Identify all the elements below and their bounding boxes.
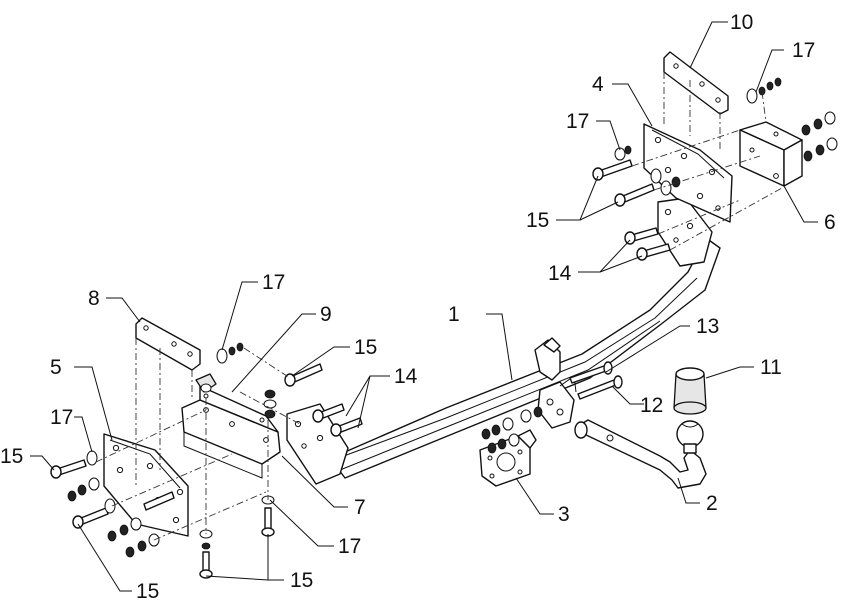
callout-17-bottom: 17 — [338, 535, 361, 558]
callout-11: 11 — [760, 356, 782, 379]
callout-15-center: 15 — [354, 336, 377, 359]
callout-7: 7 — [354, 496, 366, 519]
right-plate-4 — [643, 123, 733, 223]
callout-15-bottom: 15 — [290, 569, 313, 592]
assembly-lines — [95, 72, 783, 541]
callout-2: 2 — [706, 492, 718, 515]
callouts: 1 2 3 4 5 6 7 8 9 10 11 12 13 14 14 15 1… — [0, 11, 836, 603]
bolt-12 — [577, 375, 623, 400]
callout-14-right: 14 — [548, 262, 572, 285]
callout-5: 5 — [50, 356, 62, 379]
callout-17-left-top: 17 — [262, 271, 285, 294]
callout-15-bottom-left: 15 — [136, 580, 159, 603]
callout-8: 8 — [88, 287, 100, 310]
left-outer-plate-5 — [103, 433, 189, 537]
callout-17-top-right: 17 — [792, 39, 815, 62]
callout-1: 1 — [448, 303, 460, 326]
callout-17-left: 17 — [50, 406, 73, 429]
callout-17-right: 17 — [566, 110, 589, 133]
left-angle-bracket-7 — [181, 385, 281, 479]
callout-14-left: 14 — [394, 365, 418, 388]
callout-15-left: 15 — [0, 445, 23, 468]
callout-3: 3 — [558, 503, 570, 526]
callout-9: 9 — [320, 303, 332, 326]
callout-4: 4 — [592, 73, 604, 96]
right-upper-plate-10 — [663, 51, 729, 115]
callout-10: 10 — [730, 11, 753, 34]
callout-12: 12 — [640, 394, 663, 417]
callout-6: 6 — [824, 211, 836, 234]
ball-cover-11 — [673, 367, 707, 415]
leader-lines — [30, 21, 818, 592]
tow-ball-neck-2 — [574, 419, 707, 489]
callout-13: 13 — [696, 315, 719, 338]
callout-15-right: 15 — [526, 209, 549, 232]
right-angle-bracket-6 — [739, 121, 803, 187]
bolt-13 — [569, 361, 613, 384]
left-upper-plate-8 — [135, 317, 201, 371]
